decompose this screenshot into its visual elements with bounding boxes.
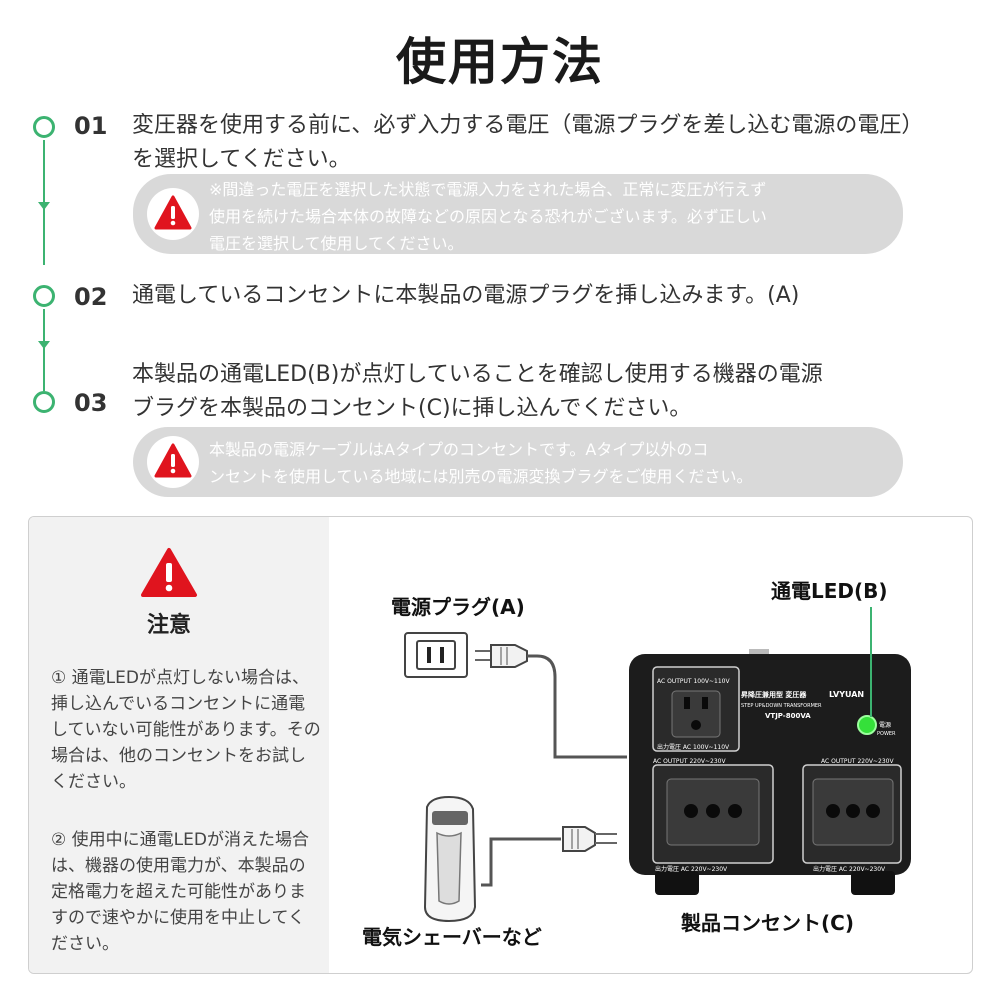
warning-icon (141, 548, 197, 597)
warning-icon-badge (147, 188, 199, 240)
device-label: 出力電圧 AC 100V~110V (657, 743, 730, 751)
transformer-device: AC OUTPUT 100V~110V LVYUAN 昇降圧兼用型 変圧器 ST… (629, 607, 911, 895)
caution-note-2: ② 使用中に通電LEDが消えた場合は、機器の使用電力が、本製品の定格電力を超えた… (51, 830, 309, 954)
device-name-en: STEP UP&DOWN TRANSFORMER (741, 703, 822, 709)
device-label: 出力電圧 AC 220V~230V (813, 865, 886, 873)
page-title: 使用方法 (396, 33, 604, 91)
device-name-jp: 昇降圧兼用型 変圧器 (741, 690, 807, 699)
warning-box: ※間違った電圧を選択した状態で電源入力をされた場合、正常に変圧が行えず 使用を続… (133, 174, 903, 254)
warning-text: ※間違った電圧を選択した状態で電源入力をされた場合、正常に変圧が行えず 使用を続… (209, 176, 767, 257)
power-plug-icon (475, 644, 627, 759)
electric-shaver-icon (423, 795, 477, 923)
warning-line: 使用を続けた場合本体の故障などの原因となる恐れがございます。必ず正しい (209, 207, 767, 226)
illustration-panel: 注意 ① 通電LEDが点灯しない場合は、挿し込んでいるコンセントに通電していない… (28, 516, 973, 974)
warning-box: 本製品の電源ケーブルはAタイプのコンセントです。Aタイプ以外のコ ンセントを使用… (133, 427, 903, 497)
step-text: 本製品の通電LED(B)が点灯していることを確認し使用する機器の電源 ブラグを本… (132, 358, 823, 426)
step-line: を選択してください。 (132, 147, 351, 172)
label-electric-shaver: 電気シェーバーなど (362, 925, 542, 949)
step-number: 01 (74, 112, 108, 140)
caution-panel: 注意 ① 通電LEDが点灯しない場合は、挿し込んでいるコンセントに通電していない… (29, 517, 329, 973)
warning-line: ※間違った電圧を選択した状態で電源入力をされた場合、正常に変圧が行えず (209, 180, 767, 199)
step-line: 本製品の通電LED(B)が点灯していることを確認し使用する機器の電源 (132, 362, 823, 387)
arrow-down-icon (38, 341, 50, 349)
caution-title: 注意 (146, 613, 191, 638)
warning-line: 本製品の電源ケーブルはAタイプのコンセントです。Aタイプ以外のコ (209, 440, 709, 459)
device-plug-icon (481, 826, 617, 887)
warning-icon (154, 443, 192, 478)
arrow-down-icon (38, 202, 50, 210)
wall-outlet-icon (404, 632, 468, 678)
device-model: VTJP-800VA (765, 712, 811, 720)
warning-line: ンセントを使用している地域には別売の電源変換ブラグをご使用ください。 (209, 467, 753, 486)
step-1-marker (33, 116, 55, 138)
warning-line: 電圧を選択して使用してください。 (209, 234, 464, 253)
step-3-marker (33, 391, 55, 413)
step-number: 03 (74, 389, 108, 417)
warning-text: 本製品の電源ケーブルはAタイプのコンセントです。Aタイプ以外のコ ンセントを使用… (209, 436, 753, 490)
warning-icon (154, 195, 192, 230)
device-power-en: POWER (877, 731, 896, 737)
device-power-jp: 電源 (879, 721, 891, 729)
caution-note-1: ① 通電LEDが点灯しない場合は、挿し込んでいるコンセントに通電していない可能性… (51, 668, 321, 792)
label-power-plug: 電源プラグ(A) (391, 595, 525, 619)
timeline-line (43, 309, 45, 391)
transformer-diagram: AC OUTPUT 100V~110V LVYUAN 昇降圧兼用型 変圧器 ST… (404, 607, 911, 923)
step-text: 変圧器を使用する前に、必ず入力する電圧（電源プラグを差し込む電源の電圧） を選択… (132, 109, 923, 177)
label-power-led: 通電LED(B) (771, 579, 888, 603)
warning-icon-badge (147, 436, 199, 488)
device-label: 出力電圧 AC 220V~230V (655, 865, 728, 873)
step-line: 通電しているコンセントに本製品の電源プラグを挿し込みます。(A) (132, 283, 800, 308)
device-label: AC OUTPUT 220V~230V (821, 758, 894, 765)
step-2-marker (33, 285, 55, 307)
device-label: AC OUTPUT 100V~110V (657, 678, 730, 685)
label-product-outlet: 製品コンセント(C) (681, 911, 854, 935)
device-brand: LVYUAN (829, 690, 864, 699)
step-line: 変圧器を使用する前に、必ず入力する電圧（電源プラグを差し込む電源の電圧） (132, 113, 924, 138)
step-line: ブラグを本製品のコンセント(C)に挿し込んでください。 (132, 396, 692, 421)
step-text: 通電しているコンセントに本製品の電源プラグを挿し込みます。(A) (132, 279, 799, 313)
device-label: AC OUTPUT 220V~230V (653, 758, 726, 765)
step-number: 02 (74, 283, 108, 311)
